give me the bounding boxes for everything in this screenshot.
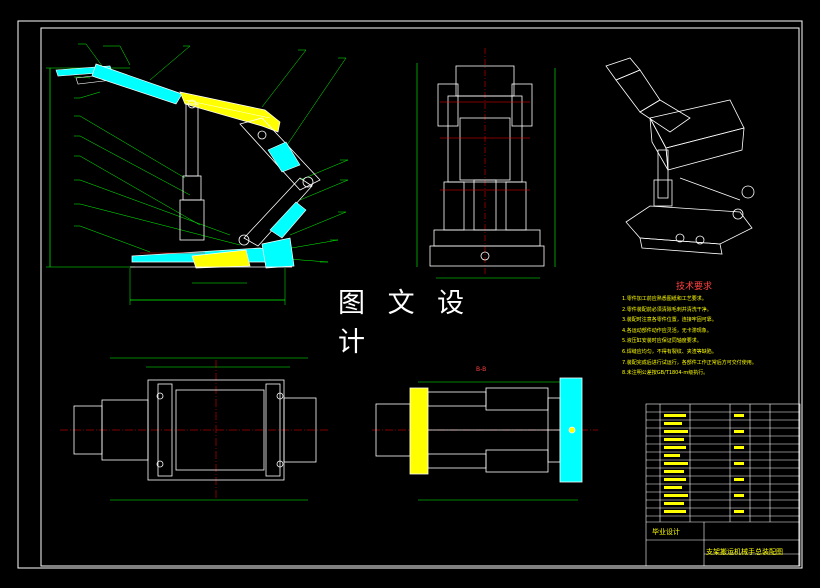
title-block <box>645 403 801 567</box>
requirement-item: 6.焊缝应均匀，不得有裂纹、夹渣等缺陷。 <box>622 348 717 355</box>
title-block-label: 毕业设计 <box>652 528 680 536</box>
requirement-item: 1.零件加工前应熟悉图纸和工艺要求。 <box>622 296 707 302</box>
technical-requirements-list: 1.零件加工前应熟悉图纸和工艺要求。 2.零件装配前必须清除毛刺并清洗干净。 3… <box>622 294 757 379</box>
requirement-item: 3.装配时注意各零件位置，连接牢固可靠。 <box>622 317 717 324</box>
front-view-arm <box>46 43 349 305</box>
section-label: B-B <box>476 366 487 373</box>
watermark-text: 图 文 设 计 <box>338 288 472 358</box>
requirement-item: 5.液压缸安装时应保证同轴度要求。 <box>622 338 702 345</box>
inner-frame <box>40 27 800 567</box>
requirement-item: 4.各运动部件动作应灵活，无卡滞现象。 <box>622 327 712 334</box>
section-view <box>372 377 598 501</box>
top-view <box>60 357 330 501</box>
requirement-item: 7.装配完成后进行试运行，各部件工作正常后方可交付使用。 <box>622 359 757 366</box>
outer-frame <box>17 20 803 569</box>
requirement-item: 2.零件装配前必须清除毛刺并清洗干净。 <box>622 306 712 313</box>
side-view <box>416 48 556 279</box>
drawing-title: 支架搬运机械手总装配图 <box>706 548 783 556</box>
isometric-view <box>605 57 755 255</box>
technical-requirements-title: 技术要求 <box>676 282 713 292</box>
requirement-item: 8.未注明公差按GB/T1804-m级执行。 <box>622 370 709 377</box>
